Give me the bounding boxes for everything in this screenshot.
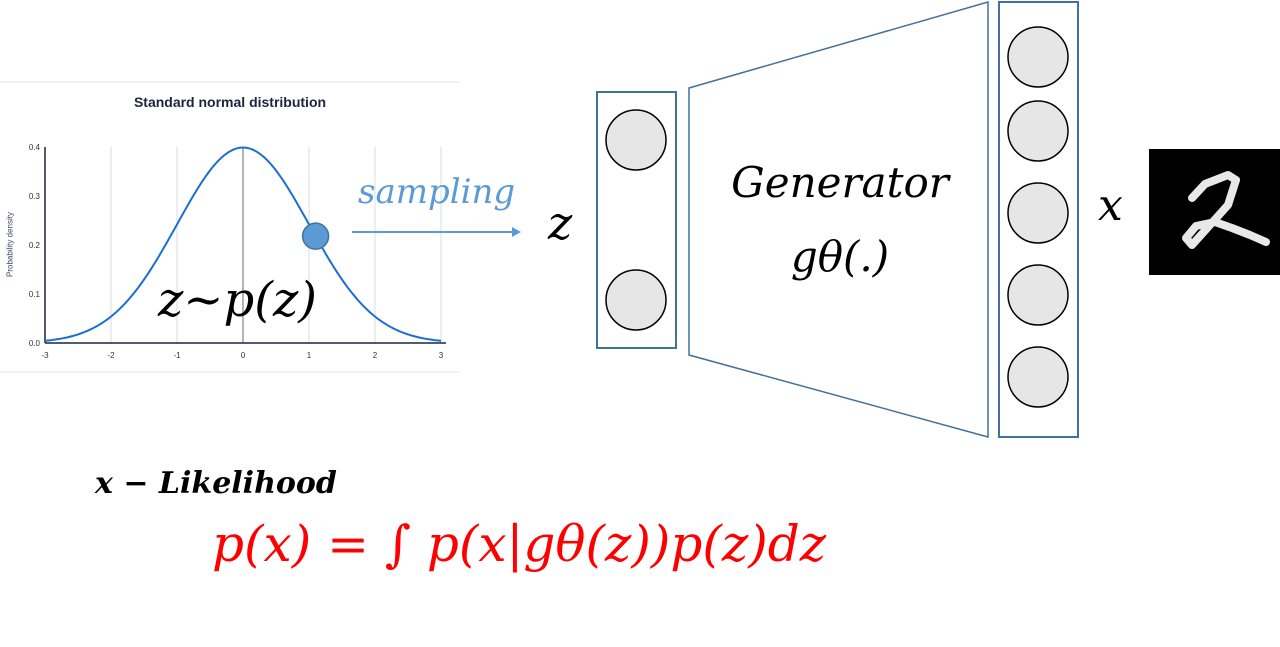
x-tick-label: -3 — [41, 351, 49, 360]
x-label: x — [1098, 180, 1123, 231]
x-tick-label: -2 — [107, 351, 115, 360]
x-tick-label: 1 — [307, 351, 312, 360]
output-node — [1007, 100, 1069, 162]
generator-trapezoid — [688, 1, 989, 438]
y-tick-label: 0.3 — [29, 192, 41, 201]
latent-node — [605, 269, 667, 331]
y-tick-label: 0.0 — [29, 339, 41, 348]
mnist-digit-stroke — [1182, 171, 1270, 249]
y-axis-label: Probability density — [5, 212, 15, 277]
x-tick-label: 0 — [241, 351, 246, 360]
latent-node — [605, 109, 667, 171]
pdf-curve — [44, 146, 442, 342]
mnist-digit-image — [1149, 149, 1280, 275]
arrow-head-icon — [512, 227, 521, 237]
x-tick-label: 3 — [439, 351, 444, 360]
y-tick-label: 0.4 — [29, 143, 41, 152]
generator-label: Generator — [731, 158, 949, 207]
sampling-label: sampling — [358, 172, 516, 212]
likelihood-formula: p(x) = ∫ p(x|gθ(z))p(z)dz — [212, 515, 827, 573]
generator-function-label: gθ(.) — [790, 232, 890, 281]
output-node — [1007, 182, 1069, 244]
z-distribution-label: z~p(z) — [158, 272, 317, 328]
z-label: z — [548, 196, 573, 250]
chart-title: Standard normal distribution — [133, 94, 327, 110]
output-node — [1007, 264, 1069, 326]
x-tick-label: -1 — [173, 351, 181, 360]
output-node — [1007, 346, 1069, 408]
y-tick-label: 0.1 — [29, 290, 41, 299]
sample-point — [301, 222, 330, 250]
output-node — [1007, 26, 1069, 88]
latent-layer-box — [596, 91, 677, 349]
output-layer-box — [998, 1, 1079, 438]
x-tick-label: 2 — [373, 351, 378, 360]
likelihood-label: x − Likelihood — [95, 466, 337, 501]
y-tick-label: 0.2 — [29, 241, 41, 250]
